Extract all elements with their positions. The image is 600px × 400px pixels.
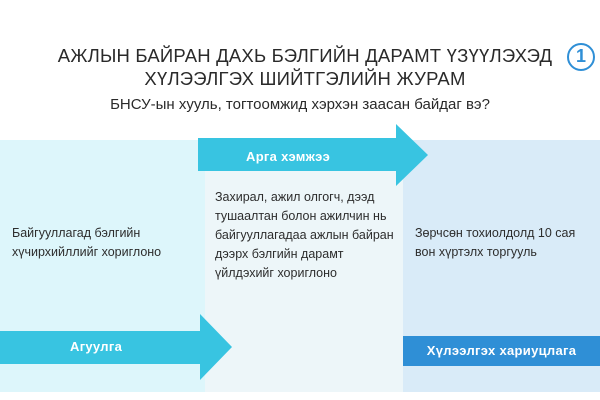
liability-bar: Хүлээлгэх хариуцлага bbox=[403, 336, 600, 366]
measures-arrow-label: Арга хэмжээ bbox=[246, 149, 331, 164]
page-title: АЖЛЫН БАЙРАН ДАХЬ БЭЛГИЙН ДАРАМТ ҮЗҮҮЛЭХ… bbox=[40, 44, 570, 90]
content-arrow-label: Агуулга bbox=[70, 339, 123, 354]
measures-panel: Захирал, ажил олгогч, дээд тушаалтан бол… bbox=[205, 140, 403, 392]
measures-text: Захирал, ажил олгогч, дээд тушаалтан бол… bbox=[215, 190, 394, 280]
number-badge: 1 bbox=[567, 43, 595, 71]
liability-text: Зөрчсөн тохиолдолд 10 сая вон хүртэлх то… bbox=[415, 226, 576, 259]
subtitle: БНСУ-ын хууль, тогтоомжид хэрхэн заасан … bbox=[110, 96, 490, 113]
title-line-2: ХҮЛЭЭЛГЭХ ШИЙТГЭЛИЙН ЖУРАМ bbox=[144, 68, 466, 89]
liability-bar-label: Хүлээлгэх хариуцлага bbox=[426, 343, 577, 358]
content-text: Байгууллагад бэлгийн хүчирхийллийг хориг… bbox=[12, 226, 162, 259]
measures-arrow bbox=[198, 124, 428, 186]
title-line-1: АЖЛЫН БАЙРАН ДАХЬ БЭЛГИЙН ДАРАМТ ҮЗҮҮЛЭХ… bbox=[57, 45, 553, 66]
content-arrow bbox=[0, 314, 232, 380]
